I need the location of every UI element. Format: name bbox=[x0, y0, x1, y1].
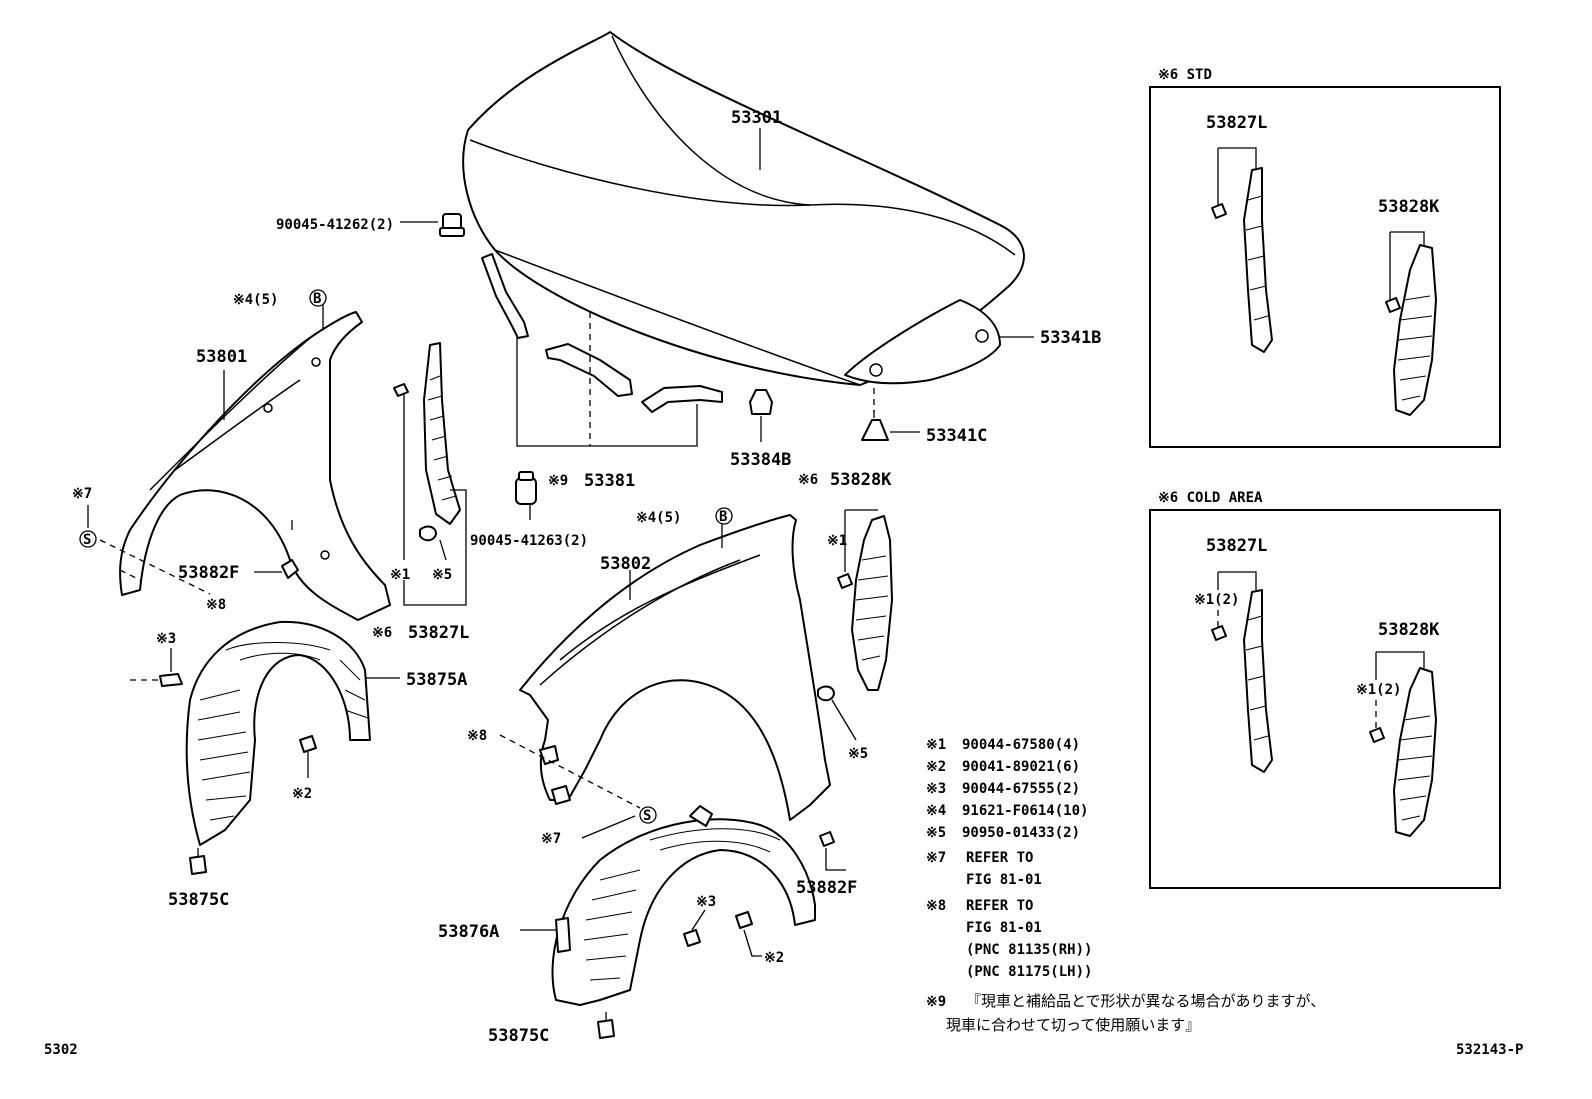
cold-seal-53827l bbox=[1211, 571, 1273, 773]
note8-line4: (PNC 81175(LH)) bbox=[966, 964, 1092, 980]
label-ref1-mid: ※1 bbox=[827, 533, 847, 549]
bumper-stop-top bbox=[439, 213, 465, 237]
fender-seal-53827l bbox=[393, 342, 467, 606]
hood-seal-strips bbox=[481, 253, 723, 447]
label-ref8-mid: ※8 bbox=[467, 728, 487, 744]
note8-line3: (PNC 81135(RH)) bbox=[966, 942, 1092, 958]
label-53875a: 53875A bbox=[406, 670, 467, 690]
label-ref2-mid: ※2 bbox=[764, 950, 784, 966]
circle-b-top bbox=[309, 289, 327, 307]
fender-right bbox=[519, 514, 831, 821]
cold-box-title: ※6 COLD AREA bbox=[1158, 490, 1263, 506]
label-53876a: 53876A bbox=[438, 922, 499, 942]
std-box-title: ※6 STD bbox=[1158, 67, 1212, 83]
legend-mark-3: ※3 bbox=[926, 781, 946, 797]
legend-mark-1: ※1 bbox=[926, 737, 946, 753]
label-ref2-left: ※2 bbox=[292, 786, 312, 802]
legend-text-2: 90041-89021(6) bbox=[962, 759, 1080, 775]
label-90045-41262: 90045-41262(2) bbox=[276, 217, 394, 233]
note9-line2: 現車に合わせて切って使用願います』 bbox=[946, 1016, 1200, 1034]
clip-53882f-left bbox=[254, 559, 299, 579]
fender-liner-right bbox=[520, 805, 816, 1039]
label-53827l-main: 53827L bbox=[408, 623, 469, 643]
label-ref5-mid: ※5 bbox=[848, 746, 868, 762]
label-ref5-left: ※5 bbox=[432, 567, 452, 583]
label-53875c-bottom: 53875C bbox=[488, 1026, 549, 1046]
label-ref7-mid: ※7 bbox=[541, 831, 561, 847]
bumper-stop-mid bbox=[515, 471, 537, 505]
label-90045-41263: 90045-41263(2) bbox=[470, 533, 588, 549]
cold-seal-53828k bbox=[1369, 651, 1437, 837]
label-53801: 53801 bbox=[196, 347, 247, 367]
notes: ※7 REFER TO FIG 81-01 ※8 REFER TO FIG 81… bbox=[926, 850, 1325, 1034]
label-53875c-left: 53875C bbox=[168, 890, 229, 910]
label-53341b: 53341B bbox=[1040, 328, 1101, 348]
label-ref6-mid: ※6 bbox=[798, 472, 818, 488]
std-seal-53828k bbox=[1385, 231, 1437, 416]
note9-mark: ※9 bbox=[926, 994, 946, 1010]
label-53301: 53301 bbox=[731, 108, 782, 128]
circle-b-mid bbox=[715, 507, 733, 525]
label-53828k-main: 53828K bbox=[830, 470, 892, 490]
note8-line1: REFER TO bbox=[966, 898, 1033, 914]
label-53381-mark: ※9 bbox=[548, 473, 568, 489]
fender-left bbox=[119, 297, 391, 621]
legend-mark-2: ※2 bbox=[926, 759, 946, 775]
legend-text-1: 90044-67580(4) bbox=[962, 737, 1080, 753]
label-53341c: 53341C bbox=[926, 426, 987, 446]
label-ref6-left: ※6 bbox=[372, 625, 392, 641]
label-53882f-left: 53882F bbox=[178, 563, 239, 583]
figure-number-right: 532143-P bbox=[1456, 1042, 1523, 1058]
note9-line1: 『現車と補給品とで形状が異なる場合がありますが、 bbox=[966, 992, 1325, 1010]
hood-insulator bbox=[844, 299, 1001, 385]
legend: ※1 90044-67580(4) ※2 90041-89021(6) ※3 9… bbox=[926, 737, 1088, 841]
hood-panel bbox=[462, 31, 1025, 386]
figure-number-left: 5302 bbox=[44, 1042, 78, 1058]
cold-box-frame bbox=[1149, 509, 1501, 889]
fender-seal-53828k bbox=[817, 509, 893, 741]
hood-cushion-53384b bbox=[749, 389, 773, 442]
label-ref4-top: ※4(5) bbox=[233, 292, 278, 308]
label-53381: 53381 bbox=[584, 471, 635, 491]
legend-mark-4: ※4 bbox=[926, 803, 946, 819]
note8-mark: ※8 bbox=[926, 898, 946, 914]
legend-text-5: 90950-01433(2) bbox=[962, 825, 1080, 841]
note7-line2: FIG 81-01 bbox=[966, 872, 1042, 888]
label-53384b: 53384B bbox=[730, 450, 791, 470]
std-seal-53827l bbox=[1211, 147, 1273, 353]
std-box-frame bbox=[1149, 86, 1501, 448]
clip-53341c bbox=[861, 388, 920, 441]
label-53882f-right: 53882F bbox=[796, 878, 857, 898]
label-circle-b-mid: B bbox=[719, 509, 727, 525]
label-53802: 53802 bbox=[600, 554, 651, 574]
label-ref7-left: ※7 bbox=[72, 486, 92, 502]
cold-label-53827l: 53827L bbox=[1206, 536, 1267, 556]
legend-text-3: 90044-67555(2) bbox=[962, 781, 1080, 797]
clip-53882f-right bbox=[819, 831, 846, 871]
note8-line2: FIG 81-01 bbox=[966, 920, 1042, 936]
std-label-53827l: 53827L bbox=[1206, 113, 1267, 133]
circle-s-left bbox=[79, 530, 97, 548]
note7-line1: REFER TO bbox=[966, 850, 1033, 866]
label-ref3-mid: ※3 bbox=[696, 894, 716, 910]
label-circle-b-top: B bbox=[313, 291, 321, 307]
cold-label-53828k: 53828K bbox=[1378, 620, 1440, 640]
label-ref3-left: ※3 bbox=[156, 631, 176, 647]
note7-mark: ※7 bbox=[926, 850, 946, 866]
legend-mark-5: ※5 bbox=[926, 825, 946, 841]
label-ref4-mid: ※4(5) bbox=[636, 510, 681, 526]
cold-label-ref1b: ※1(2) bbox=[1356, 682, 1401, 698]
circle-s-mid bbox=[639, 806, 657, 824]
label-ref8-left: ※8 bbox=[206, 597, 226, 613]
cold-label-ref1a: ※1(2) bbox=[1194, 592, 1239, 608]
label-ref1-left: ※1 bbox=[390, 567, 410, 583]
std-label-53828k: 53828K bbox=[1378, 197, 1440, 217]
label-circle-s-mid: S bbox=[643, 808, 651, 824]
label-circle-s-left: S bbox=[83, 532, 91, 548]
fender-liner-left bbox=[130, 620, 400, 875]
legend-text-4: 91621-F0614(10) bbox=[962, 803, 1088, 819]
